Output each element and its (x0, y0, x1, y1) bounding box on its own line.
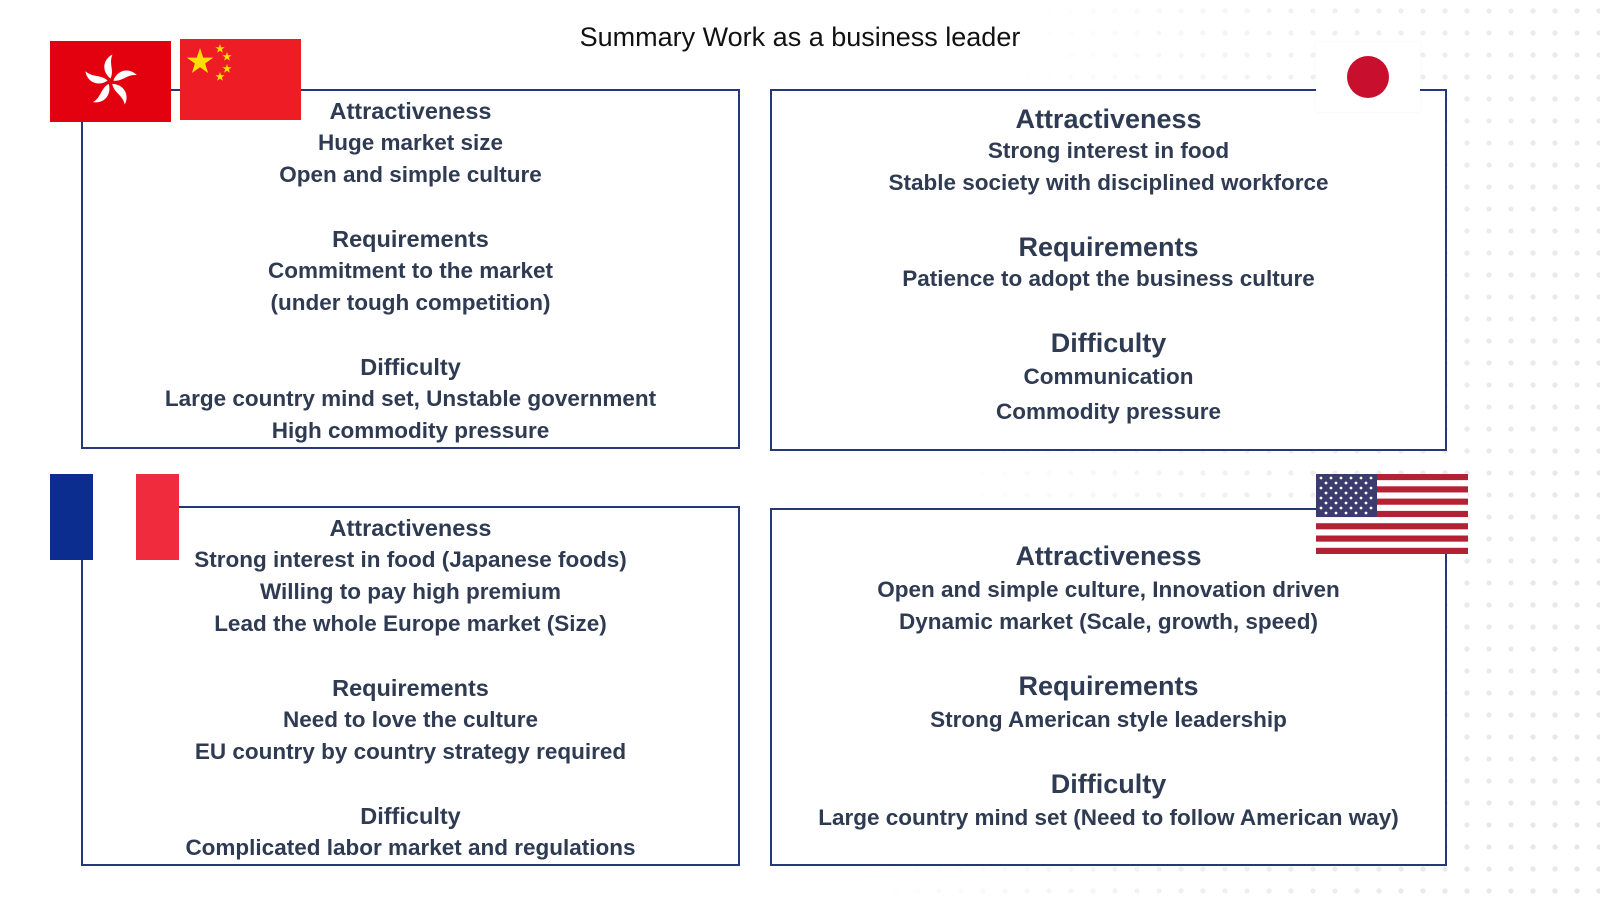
section-heading: Attractiveness (329, 515, 492, 541)
panel-usa: Attractiveness Open and simple culture, … (770, 508, 1447, 866)
section-line: High commodity pressure (271, 418, 550, 443)
section-requirements: Requirements Patience to adopt the busin… (902, 231, 1315, 295)
section-line: Lead the whole Europe market (Size) (214, 611, 607, 636)
china-flag-icon (180, 39, 301, 120)
section-line: Willing to pay high premium (259, 579, 562, 604)
section-requirements: Requirements Commitment to the market (u… (268, 223, 553, 319)
section-attractiveness: Attractiveness Huge market size Open and… (279, 95, 542, 191)
section-line: Commodity pressure (995, 399, 1222, 424)
section-line: Patience to adopt the business culture (902, 266, 1315, 291)
section-line: Open and simple culture, Innovation driv… (877, 577, 1340, 602)
section-line: Commitment to the market (267, 258, 554, 283)
section-line: Complicated labor market and regulations (185, 835, 636, 860)
section-line: Dynamic market (Scale, growth, speed) (899, 609, 1318, 634)
section-difficulty: Difficulty Large country mind set (Need … (818, 766, 1399, 834)
france-flag-icon (50, 474, 179, 560)
section-difficulty: Difficulty Communication Commodity press… (996, 327, 1221, 429)
section-requirements: Requirements Need to love the culture EU… (195, 672, 626, 768)
section-heading: Requirements (1018, 232, 1199, 262)
page-title: Summary Work as a business leader (579, 22, 1021, 52)
hong-kong-flag-icon (50, 41, 171, 122)
section-line: Huge market size (317, 130, 504, 155)
section-heading: Attractiveness (1015, 104, 1202, 134)
section-line: EU country by country strategy required (194, 739, 627, 764)
section-line: Need to love the culture (282, 707, 539, 732)
section-heading: Requirements (1018, 671, 1199, 701)
section-heading: Attractiveness (329, 98, 492, 124)
section-heading: Difficulty (1050, 769, 1167, 799)
section-line: Strong American style leadership (930, 707, 1287, 732)
japan-flag-icon (1316, 42, 1420, 112)
section-requirements: Requirements Strong American style leade… (930, 668, 1287, 736)
panel-china-hongkong: Attractiveness Huge market size Open and… (81, 89, 740, 449)
panel-france: Attractiveness Strong interest in food (… (81, 506, 740, 866)
section-line: Strong interest in food (987, 138, 1230, 163)
section-heading: Difficulty (360, 803, 461, 829)
section-line: Large country mind set, Unstable governm… (164, 386, 657, 411)
section-heading: Requirements (332, 226, 489, 252)
section-difficulty: Difficulty Complicated labor market and … (185, 800, 635, 864)
section-line: Stable society with disciplined workforc… (888, 170, 1329, 195)
section-line: Large country mind set (Need to follow A… (818, 805, 1399, 830)
section-line: Communication (1023, 364, 1194, 389)
section-attractiveness: Attractiveness Strong interest in food S… (888, 103, 1328, 199)
section-attractiveness: Attractiveness Strong interest in food (… (194, 512, 627, 640)
section-line: (under tough competition) (270, 290, 551, 315)
panel-japan: Attractiveness Strong interest in food S… (770, 89, 1447, 451)
section-heading: Difficulty (1050, 328, 1167, 358)
section-line: Open and simple culture (279, 162, 542, 187)
section-heading: Attractiveness (1015, 541, 1202, 571)
section-attractiveness: Attractiveness Open and simple culture, … (877, 538, 1340, 638)
section-line: Strong interest in food (Japanese foods) (194, 547, 627, 572)
section-heading: Difficulty (360, 354, 461, 380)
section-difficulty: Difficulty Large country mind set, Unsta… (165, 351, 656, 447)
section-heading: Requirements (332, 675, 489, 701)
usa-flag-icon (1316, 474, 1468, 554)
